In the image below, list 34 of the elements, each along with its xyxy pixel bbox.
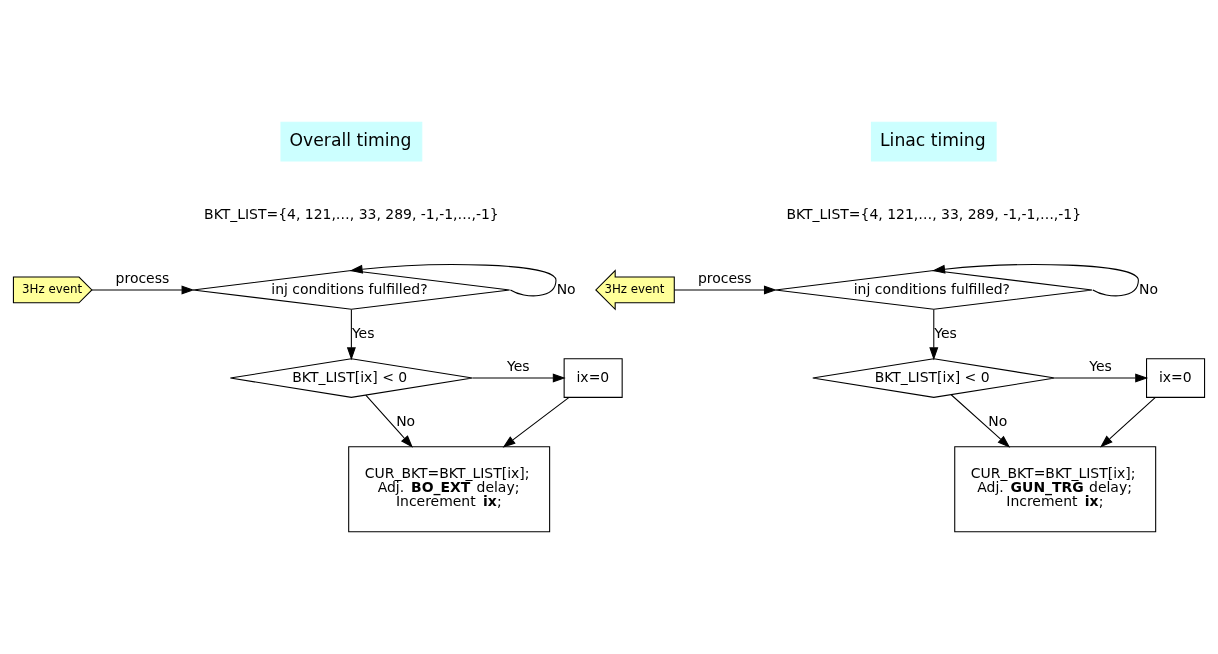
arrow	[1054, 373, 1149, 383]
node-diamond: inj conditions fulfilled?	[774, 270, 1093, 310]
label: BKT_LIST={4, 121,…, 33, 289, -1,-1,…,-1}	[786, 206, 1082, 223]
node-box: CUR_BKT=BKT_LIST[ix]; Adj. BO_EXT delay; Incerement ix;	[348, 446, 551, 533]
edge-label: No	[988, 412, 1008, 429]
node-box: ix=0	[1146, 358, 1206, 398]
node-diamond: BKT_LIST[ix] < 0	[229, 358, 473, 398]
edge-label: Yes	[1089, 357, 1112, 374]
node-box: CUR_BKT=BKT_LIST[ix]; Adj. GUN_TRG delay; Increment ix;	[954, 446, 1157, 533]
arrow	[673, 285, 777, 295]
edge-label: No	[396, 412, 416, 429]
node-box: Linac timing	[870, 121, 997, 162]
edge-label: Yes	[506, 357, 530, 374]
arrow	[502, 397, 570, 448]
edge-label: Yes	[934, 324, 957, 341]
arrow	[932, 264, 1139, 297]
arrow	[950, 394, 1011, 448]
arrow	[365, 394, 413, 448]
arrow	[91, 285, 195, 295]
label: BKT_LIST={4, 121,…, 33, 289, -1,-1,…,-1}	[204, 206, 499, 223]
node-diamond: BKT_LIST[ix] < 0	[812, 358, 1056, 398]
arrow	[472, 373, 566, 383]
node-box: Overall timing	[280, 121, 423, 162]
edge-label: process	[698, 269, 752, 286]
arrow	[929, 309, 939, 361]
node-box: ix=0	[563, 358, 623, 398]
arrow	[346, 309, 356, 361]
edge-label: No	[556, 280, 576, 297]
node-diamond: inj conditions fulfilled?	[192, 270, 511, 310]
arrow	[349, 264, 557, 297]
edge-label: Yes	[351, 324, 375, 341]
edge-label: No	[1139, 280, 1159, 297]
edge-label: process	[115, 269, 170, 286]
arrow	[1100, 397, 1156, 448]
